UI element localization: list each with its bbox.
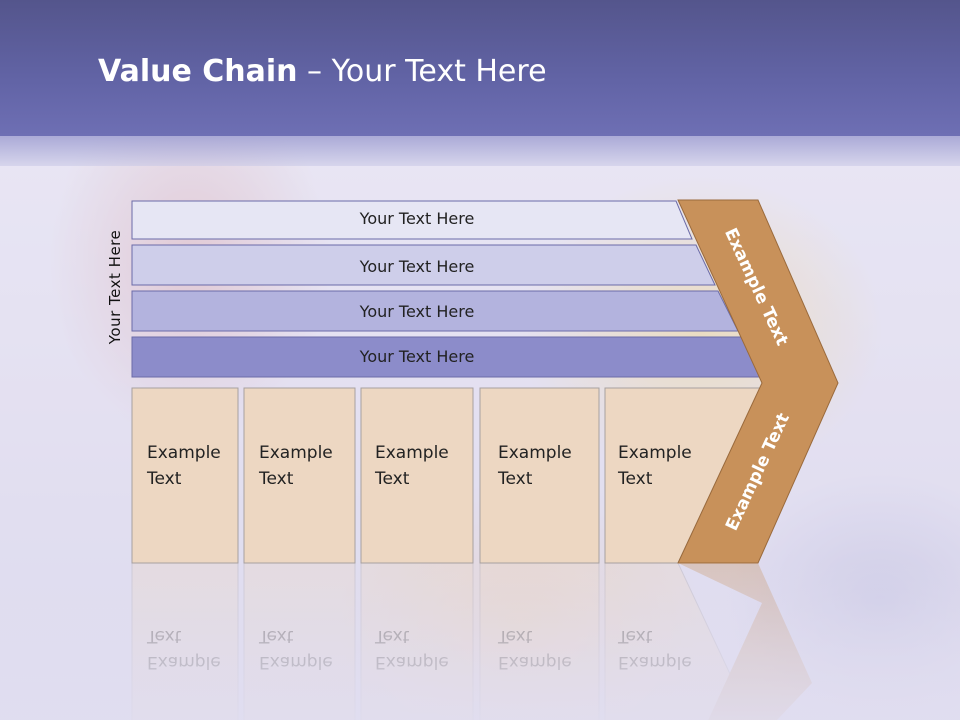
primary-box-3-label: Example Text <box>375 443 449 489</box>
primary-box-1[interactable] <box>131 387 239 564</box>
support-band-4-label: Your Text Here <box>359 347 475 366</box>
slide-title: Value Chain – Your Text Here <box>98 54 547 89</box>
title-bar <box>0 0 960 136</box>
primary-box-2[interactable] <box>243 387 356 564</box>
slide-title-rest: – Your Text Here <box>297 54 547 89</box>
primary-box-2-label: Example Text <box>259 443 333 489</box>
support-band-3-label: Your Text Here <box>359 302 475 321</box>
title-bar-accent-band <box>0 136 960 166</box>
support-band-1-label: Your Text Here <box>359 209 475 228</box>
reflection-fade <box>0 563 960 720</box>
primary-box-4-label: Example Text <box>498 443 572 489</box>
support-band-2[interactable] <box>131 244 716 286</box>
primary-box-5-label: Example Text <box>618 443 692 489</box>
support-band-2-label: Your Text Here <box>359 257 475 276</box>
primary-box-4[interactable] <box>479 387 600 564</box>
primary-box-1-label: Example Text <box>147 443 221 489</box>
primary-box-3[interactable] <box>360 387 474 564</box>
support-band-1[interactable] <box>131 200 693 240</box>
slide-title-bold: Value Chain <box>98 54 298 89</box>
